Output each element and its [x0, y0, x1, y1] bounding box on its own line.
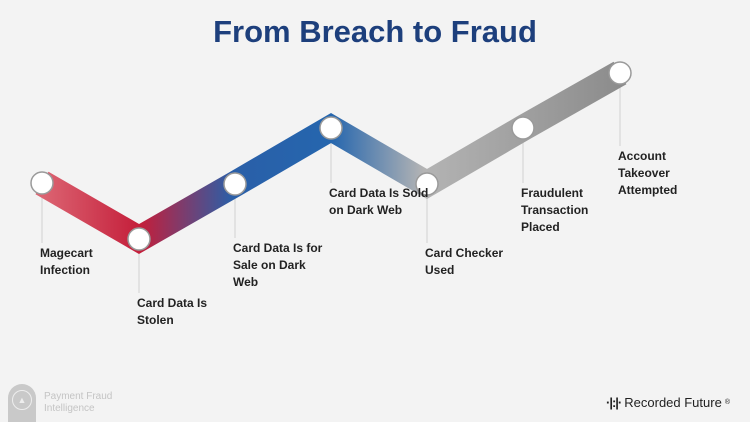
step-label: Account Takeover Attempted [618, 149, 678, 197]
step-label: Card Checker Used [425, 246, 504, 277]
step-label: Card Data Is for Sale on Dark Web [233, 241, 323, 289]
recorded-future-logo: ·|:|· Recorded Future ® [606, 395, 730, 410]
step-label: Card Data Is Sold on Dark Web [329, 186, 429, 217]
step-node [319, 116, 343, 140]
registered-mark: ® [724, 399, 730, 406]
product-badge: ▲ Payment Fraud Intelligence [8, 384, 134, 422]
step-node [511, 116, 535, 140]
logo-mark-icon: ·|:|· [606, 395, 622, 410]
step-node [223, 172, 247, 196]
payment-fraud-icon: ▲ [8, 384, 36, 422]
step-node [415, 172, 439, 196]
step-node [608, 61, 632, 85]
step-label: Card Data Is Stolen [137, 296, 208, 327]
step-label: Magecart Infection [40, 246, 93, 277]
brand-name: Recorded Future [624, 395, 722, 410]
step-node [30, 171, 54, 195]
page-title: From Breach to Fraud [213, 14, 537, 49]
step-node [127, 227, 151, 251]
product-name: Payment Fraud Intelligence [44, 391, 113, 414]
step-label: Fraudulent Transaction Placed [521, 186, 589, 234]
